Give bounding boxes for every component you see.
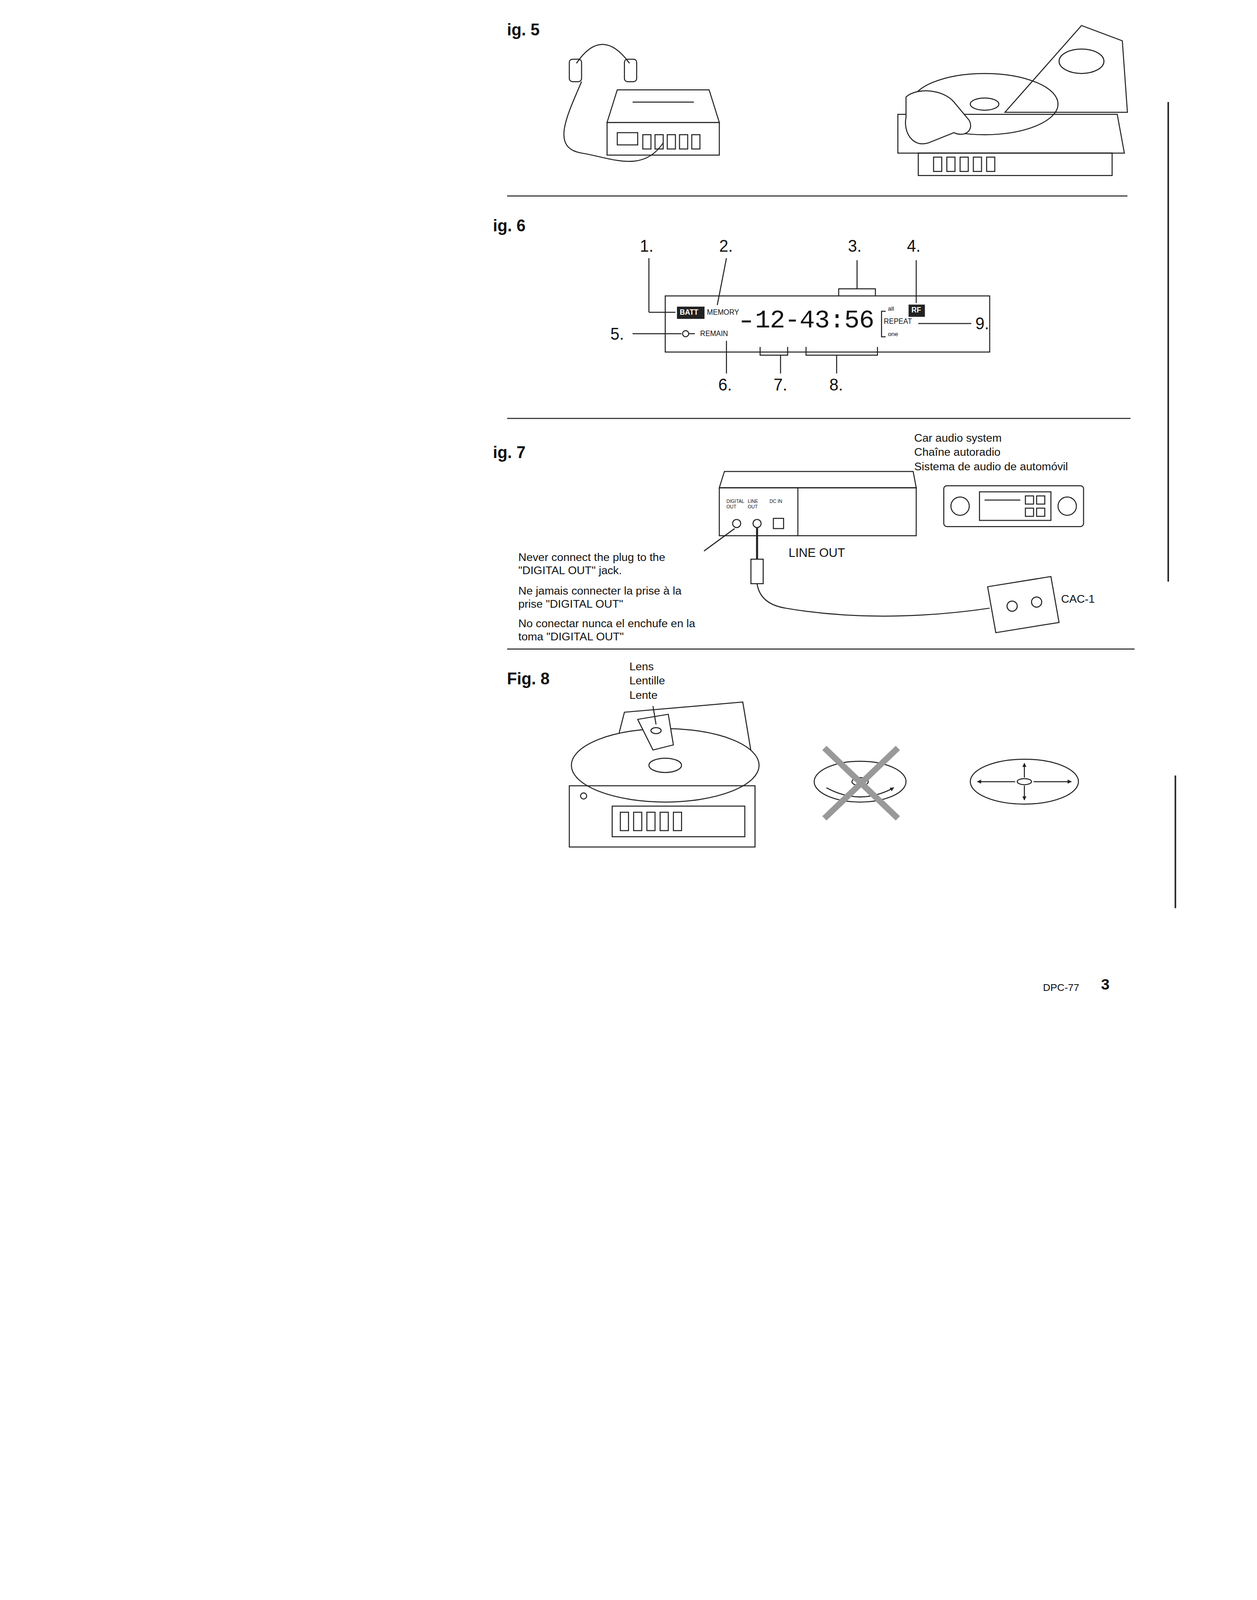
- display-digits: 12-43:56: [755, 306, 874, 336]
- callout-number: 7.: [773, 375, 788, 395]
- part-label: Lens: [629, 660, 654, 674]
- caption-text: Car audio system: [914, 431, 1002, 445]
- lens-cleaning: [569, 701, 1079, 848]
- disc-loading: [897, 25, 1128, 176]
- jack-label: LINE OUT: [788, 545, 846, 561]
- page-footer: DPC-77: [1042, 981, 1080, 994]
- warning-note: Never connect the plug to the "DIGITAL O…: [518, 550, 702, 577]
- callout-number: 6.: [718, 375, 732, 395]
- display-indicator: REPEAT: [883, 317, 912, 326]
- warning-note: Ne jamais connecter la prise à la prise …: [518, 584, 702, 611]
- display-indicator: MEMORY: [706, 308, 740, 317]
- car-connection: [704, 471, 1084, 634]
- part-label: CAC-1: [1061, 592, 1095, 606]
- callout-number: 2.: [719, 236, 733, 256]
- figure-label: Fig. 8: [506, 669, 550, 688]
- figure-label: ig. 5: [506, 20, 540, 39]
- margin-bar: [1167, 102, 1170, 582]
- jack-label: DIGITAL OUT: [726, 498, 747, 510]
- display-indicator: all: [887, 305, 895, 313]
- caption-text: Sistema de audio de automóvil: [914, 460, 1068, 474]
- lcd-display: [632, 258, 990, 374]
- display-indicator: one: [887, 330, 899, 338]
- callout-number: 5.: [610, 324, 624, 344]
- callout-number: 4.: [906, 236, 921, 256]
- jack-label: DC IN: [769, 498, 793, 505]
- margin-bar: [1174, 775, 1176, 909]
- section-rule: [506, 648, 1135, 650]
- figure-label: ig. 6: [492, 216, 526, 235]
- headphones-player: [564, 44, 720, 162]
- caption-text: Chaîne autoradio: [914, 445, 1001, 459]
- jack-label: LINE OUT: [747, 498, 767, 510]
- page-number: 3: [1101, 975, 1110, 994]
- callout-number: 8.: [829, 375, 843, 395]
- callout-number: 1.: [639, 236, 654, 256]
- display-indicator: BATT: [678, 308, 700, 317]
- display-indicator: REMAIN: [700, 329, 728, 338]
- callout-number: 9.: [975, 314, 990, 333]
- part-label: Lentille: [629, 674, 666, 688]
- part-label: Lente: [629, 688, 658, 702]
- section-rule: [506, 417, 1131, 419]
- figure-label: ig. 7: [492, 443, 526, 462]
- section-rule: [506, 195, 1128, 197]
- display-indicator: RF: [910, 306, 923, 315]
- callout-number: 3.: [847, 236, 862, 256]
- warning-note: No conectar nunca el enchufe en la toma …: [518, 617, 713, 644]
